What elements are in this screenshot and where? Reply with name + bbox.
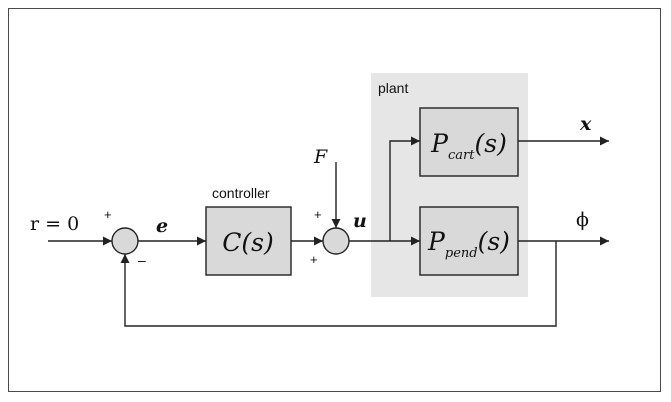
pend-block-label: Ppend(s) [427,227,510,261]
cart-block [419,107,519,177]
cart-arg: (s) [474,129,506,158]
cart-block-label: Pcart(s) [430,129,507,163]
control-to-cart-arrow [389,136,420,241]
disturbance-label: F [313,146,328,168]
sum1-plus-sign: + [104,207,112,222]
summing-junction-2 [322,227,350,255]
cart-main: P [430,129,449,158]
cart-sub: cart [448,148,475,163]
controller-block [205,206,292,276]
pend-main: P [427,227,446,256]
diagram-frame [8,8,661,392]
summing-junction-1 [111,227,139,255]
sum1-minus-sign: – [138,252,146,268]
sum2-plus-top: + [314,207,322,222]
pend-sub: pend [445,246,478,261]
feedback-path [120,241,557,327]
controller-block-label: C(s) [222,228,273,257]
sum2-plus-bottom: + [310,252,318,267]
pend-block [419,206,519,276]
output-x-label: x [579,113,592,135]
controller-group-label: controller [212,185,270,201]
output-phi-label: ϕ [576,209,589,231]
pend-arg: (s) [478,227,510,256]
control-label: u [353,210,367,232]
plant-group-label: plant [378,80,408,96]
error-label: e [156,215,168,237]
input-label: r = 0 [30,213,79,235]
